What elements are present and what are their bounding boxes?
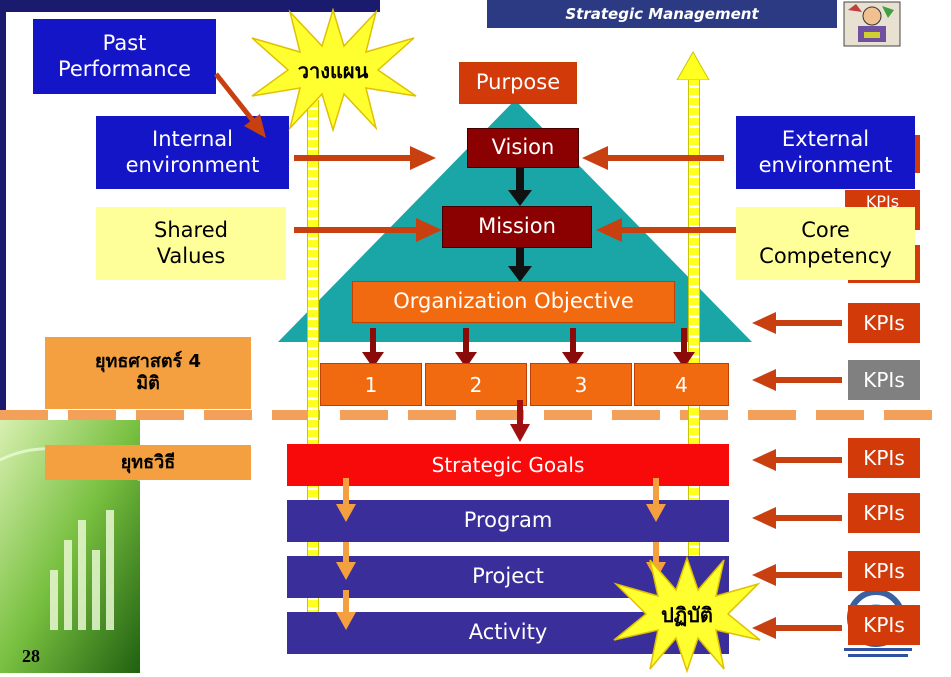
mission-objective-arrow-icon xyxy=(508,248,532,282)
kpi-hidden-mid-label: KPIs xyxy=(865,192,900,211)
strategy-4d-box: ยุทธศาสตร์ 4 มิติ xyxy=(45,337,251,409)
kpi-arrows-icon xyxy=(752,312,842,639)
vision-box: Vision xyxy=(467,128,579,168)
kpi-objective-label: KPIs xyxy=(863,311,905,335)
kpi-activity-label: KPIs xyxy=(863,613,905,637)
kpi-dimensions: KPIs xyxy=(848,360,920,400)
dimension-box-4: 4 xyxy=(634,363,729,406)
organization-objective-box: Organization Objective xyxy=(352,281,675,323)
kpi-goals: KPIs xyxy=(848,438,920,478)
kpi-activity: KPIs xyxy=(848,605,920,645)
vision-label: Vision xyxy=(491,135,555,160)
external-environment-box: External environment xyxy=(736,116,915,189)
purpose-box: Purpose xyxy=(459,62,577,104)
purpose-label: Purpose xyxy=(475,70,561,95)
dimension-label-2: 2 xyxy=(469,372,483,397)
external-environment-label: External environment xyxy=(758,127,893,177)
kpi-program: KPIs xyxy=(848,493,920,533)
tactics-box: ยุทธวิธี xyxy=(45,445,251,480)
do-starburst-label: ปฏิบัติ xyxy=(661,603,713,627)
vision-mission-arrow-icon xyxy=(508,168,532,206)
dimensions-goals-arrow-icon xyxy=(510,400,530,442)
kpi-program-label: KPIs xyxy=(863,501,905,525)
dimension-box-3: 3 xyxy=(530,363,632,406)
page-number: 28 xyxy=(22,646,40,666)
kpi-project: KPIs xyxy=(848,551,920,591)
strategic-goals-label: Strategic Goals xyxy=(431,453,585,477)
dimension-box-1: 1 xyxy=(320,363,422,406)
dimension-label-1: 1 xyxy=(364,372,378,397)
do-starburst-icon xyxy=(613,556,761,673)
mission-label: Mission xyxy=(478,214,556,239)
dimension-label-4: 4 xyxy=(675,372,688,397)
kpi-goals-label: KPIs xyxy=(863,446,905,470)
past-performance-arrow-icon xyxy=(214,72,266,138)
tactics-label: ยุทธวิธี xyxy=(120,451,176,473)
core-competency-box: Core Competency xyxy=(736,207,915,280)
strategy-4d-label: ยุทธศาสตร์ 4 มิติ xyxy=(94,351,202,394)
kpi-objective: KPIs xyxy=(848,303,920,343)
left-border xyxy=(0,0,6,430)
project-label: Project xyxy=(472,564,544,589)
dimension-label-3: 3 xyxy=(574,372,588,397)
shared-values-arrow-icon xyxy=(294,218,442,242)
dimension-box-2: 2 xyxy=(425,363,527,406)
kpi-project-label: KPIs xyxy=(863,559,905,583)
plan-starburst-label: วางแผน xyxy=(297,59,369,83)
program-label: Program xyxy=(463,508,553,533)
plan-starburst-icon xyxy=(251,8,417,132)
past-performance-box: Past Performance xyxy=(33,19,216,94)
top-left-bar xyxy=(0,0,380,12)
header-banner: Strategic Management xyxy=(487,0,837,28)
activity-label: Activity xyxy=(468,620,548,645)
kpi-dimensions-label: KPIs xyxy=(863,368,905,392)
past-performance-label: Past Performance xyxy=(57,31,192,81)
do-arrowhead-icon xyxy=(676,50,710,80)
header-title: Strategic Management xyxy=(565,5,759,23)
dimension-arrows-icon xyxy=(362,328,695,368)
internal-env-arrow-icon xyxy=(294,146,436,170)
shared-values-box: Shared Values xyxy=(96,207,286,280)
external-env-arrow-icon xyxy=(582,146,724,170)
mission-box: Mission xyxy=(442,206,592,248)
header-illustration-icon xyxy=(842,0,902,48)
core-competency-arrow-icon xyxy=(596,218,736,242)
internal-environment-label: Internal environment xyxy=(125,127,260,177)
shared-values-label: Shared Values xyxy=(154,218,228,268)
dashed-separator xyxy=(0,410,951,420)
plan-dotted-line xyxy=(307,100,319,620)
organization-objective-label: Organization Objective xyxy=(393,289,634,314)
core-competency-label: Core Competency xyxy=(759,218,892,268)
